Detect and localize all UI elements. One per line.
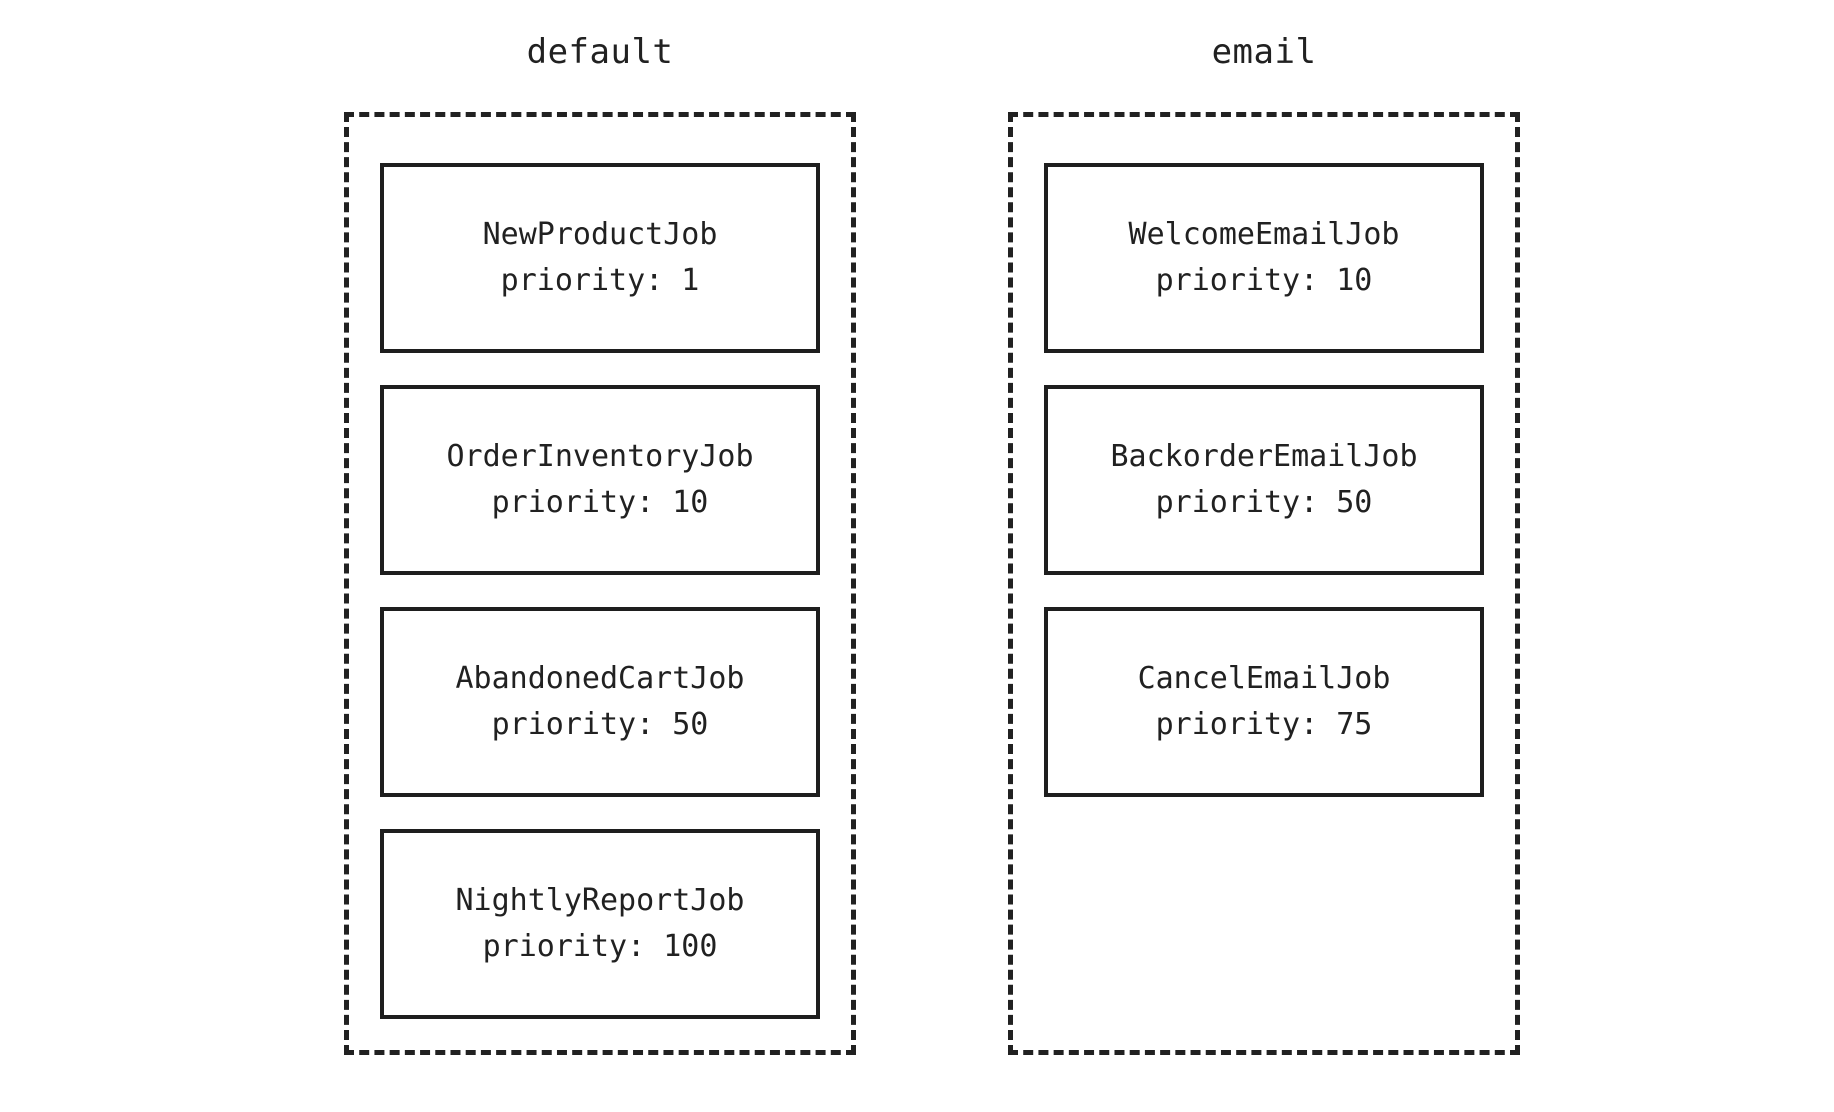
job-name: AbandonedCartJob [455, 661, 745, 696]
job-name: NightlyReportJob [455, 883, 745, 918]
queue-container-default: NewProductJob priority: 1 OrderInventory… [344, 112, 856, 1055]
job-name: OrderInventoryJob [446, 439, 754, 474]
job-priority: priority: 10 [1155, 263, 1373, 298]
job-box-welcomeemailjob: WelcomeEmailJob priority: 10 [1044, 163, 1484, 353]
job-box-cancelemailjob: CancelEmailJob priority: 75 [1044, 607, 1484, 797]
queue-container-email: WelcomeEmailJob priority: 10 BackorderEm… [1008, 112, 1520, 1055]
job-priority: priority: 10 [491, 485, 709, 520]
job-box-backorderemailjob: BackorderEmailJob priority: 50 [1044, 385, 1484, 575]
job-box-newproductjob: NewProductJob priority: 1 [380, 163, 820, 353]
job-name: BackorderEmailJob [1110, 439, 1418, 474]
job-name: CancelEmailJob [1137, 661, 1391, 696]
job-box-nightlyreportjob: NightlyReportJob priority: 100 [380, 829, 820, 1019]
queue-title-email: email [1211, 32, 1317, 72]
job-priority: priority: 100 [482, 929, 718, 964]
job-priority: priority: 75 [1155, 707, 1373, 742]
job-name: NewProductJob [482, 217, 718, 252]
job-box-abandonedcartjob: AbandonedCartJob priority: 50 [380, 607, 820, 797]
job-name: WelcomeEmailJob [1128, 217, 1400, 252]
job-priority: priority: 50 [491, 707, 709, 742]
queue-title-default: default [526, 32, 674, 72]
job-box-orderinventoryjob: OrderInventoryJob priority: 10 [380, 385, 820, 575]
job-priority: priority: 1 [500, 263, 700, 298]
queue-column-default: default NewProductJob priority: 1 OrderI… [344, 30, 856, 1055]
job-priority: priority: 50 [1155, 485, 1373, 520]
queue-column-email: email WelcomeEmailJob priority: 10 Backo… [1008, 30, 1520, 1055]
